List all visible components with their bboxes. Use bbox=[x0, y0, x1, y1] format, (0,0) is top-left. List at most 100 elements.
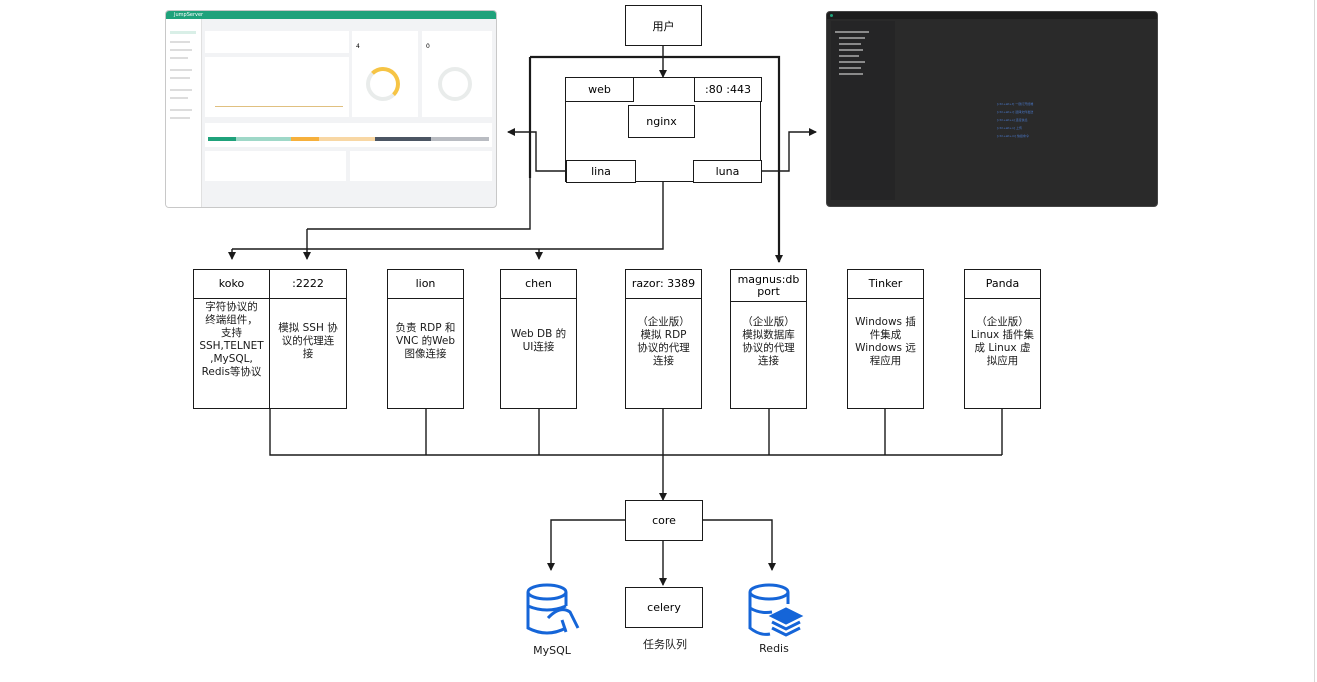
screenshot-logo: JumpServer bbox=[174, 12, 204, 18]
razor-description: （企业版） 模拟 RDP 协议的代理 连接 bbox=[628, 316, 699, 368]
magnus-title: magnus:db port bbox=[731, 270, 806, 302]
mysql-label: MySQL bbox=[533, 644, 571, 657]
ssh-port-desc-line: 议的代理连 bbox=[281, 335, 335, 347]
koko-description: 字符协议的 终端组件， 支持 SSH,TELNET ,MySQL, Redis等… bbox=[196, 301, 267, 379]
panda-title: Panda bbox=[965, 270, 1040, 299]
chen-desc-line: UI连接 bbox=[522, 341, 555, 353]
lion-component: lion 负责 RDP 和 VNC 的Web 图像连接 bbox=[387, 269, 464, 409]
chen-desc-line: Web DB 的 bbox=[510, 328, 567, 340]
koko-desc-line: SSH,TELNET bbox=[199, 340, 264, 352]
web-block: web :80 :443 nginx lina luna bbox=[565, 77, 762, 183]
razor-title: razor: 3389 bbox=[626, 270, 701, 299]
luna-label: luna bbox=[715, 165, 740, 178]
magnus-desc-line: （企业版） bbox=[742, 316, 795, 328]
tinker-title: Tinker bbox=[848, 270, 923, 299]
chen-component: chen Web DB 的 UI连接 bbox=[500, 269, 577, 409]
magnus-desc-line: 协议的代理 bbox=[742, 342, 795, 354]
magnus-title-line: port bbox=[757, 284, 780, 298]
panda-desc-line: Linux 插件集 bbox=[970, 329, 1035, 341]
edge-lina-screenshot bbox=[507, 128, 566, 172]
lion-desc-line: VNC 的Web bbox=[395, 335, 456, 347]
web-ports-node: :80 :443 bbox=[694, 77, 762, 102]
magnus-component: magnus:db port （企业版） 模拟数据库 协议的代理 连接 bbox=[730, 269, 807, 409]
screenshot-card-value: 4 bbox=[356, 43, 360, 50]
lina-label: lina bbox=[591, 165, 611, 178]
screenshot-progress-card bbox=[205, 123, 492, 147]
screenshot-card-value: 0 bbox=[426, 43, 430, 50]
screenshot-header-bar: JumpServer bbox=[166, 11, 496, 19]
koko-component: koko 字符协议的 终端组件， 支持 SSH,TELNET ,MySQL, R… bbox=[193, 269, 270, 409]
razor-desc-line: （企业版） bbox=[637, 316, 690, 328]
canvas-right-border bbox=[1314, 0, 1315, 682]
razor-component: razor: 3389 （企业版） 模拟 RDP 协议的代理 连接 bbox=[625, 269, 702, 409]
koko-desc-line: 支持 bbox=[221, 327, 242, 339]
edge-luna-screenshot bbox=[761, 128, 817, 172]
web-node: web bbox=[565, 77, 634, 102]
web-ports-label: :80 :443 bbox=[705, 83, 751, 96]
ssh-port-description: 模拟 SSH 协 议的代理连 接 bbox=[272, 322, 344, 361]
lion-desc-line: 图像连接 bbox=[404, 348, 447, 360]
screenshot-shortcut-line: [ctrl+alt+r] 选择文件发送 bbox=[997, 110, 1034, 114]
lion-desc-line: 负责 RDP 和 bbox=[395, 322, 456, 334]
panda-desc-line: 拟应用 bbox=[986, 355, 1019, 367]
screenshot-card: 4 bbox=[352, 31, 418, 117]
screenshot-sidebar bbox=[166, 19, 202, 207]
tinker-desc-line: 件集成 bbox=[869, 329, 902, 341]
koko-desc-line: Redis等协议 bbox=[201, 366, 262, 378]
tinker-description: Windows 插 件集成 Windows 远 程应用 bbox=[850, 316, 921, 368]
screenshot-table-card bbox=[350, 151, 492, 181]
screenshot-shortcut-line: [ctrl+alt+s] 连接信息 bbox=[997, 118, 1028, 122]
ssh-port-component: :2222 模拟 SSH 协 议的代理连 接 bbox=[269, 269, 347, 409]
core-label: core bbox=[652, 514, 676, 527]
screenshot-table-card bbox=[205, 151, 346, 181]
panda-description: （企业版） Linux 插件集 成 Linux 虚 拟应用 bbox=[967, 316, 1038, 368]
luna-node: luna bbox=[693, 160, 762, 183]
koko-title: koko bbox=[194, 270, 269, 299]
nginx-label: nginx bbox=[646, 115, 677, 128]
redis-label: Redis bbox=[759, 642, 789, 655]
user-label: 用户 bbox=[652, 19, 675, 33]
screenshot-chart-card bbox=[205, 57, 349, 117]
koko-desc-line: 终端组件， bbox=[205, 314, 258, 326]
chen-description: Web DB 的 UI连接 bbox=[503, 328, 574, 354]
ssh-port-desc-line: 模拟 SSH 协 bbox=[278, 322, 338, 334]
celery-node: celery bbox=[625, 587, 703, 628]
screenshot-card: 0 bbox=[422, 31, 492, 117]
ssh-port-title: :2222 bbox=[270, 270, 346, 299]
screenshot-donut bbox=[438, 67, 472, 101]
razor-desc-line: 连接 bbox=[653, 355, 674, 367]
edge-user-magnus bbox=[530, 55, 783, 263]
luna-ui-screenshot: [ctrl+alt+t] 一键打开终端 [ctrl+alt+r] 选择文件发送 … bbox=[826, 11, 1158, 207]
koko-desc-line: 字符协议的 bbox=[205, 301, 258, 313]
user-node: 用户 bbox=[625, 5, 702, 46]
celery-caption: 任务队列 bbox=[643, 638, 687, 651]
screenshot-shortcut-line: [ctrl+alt+t] 一键打开终端 bbox=[997, 102, 1034, 106]
lion-title: lion bbox=[388, 270, 463, 299]
screenshot-shortcut-line: [ctrl+alt+m] 快捷命令 bbox=[997, 134, 1029, 138]
web-label: web bbox=[588, 83, 611, 96]
screenshot-shortcut-line: [ctrl+alt+n] 上传 bbox=[997, 126, 1022, 130]
magnus-title-line: magnus:db bbox=[737, 272, 800, 286]
screenshot-shortcut-list: [ctrl+alt+t] 一键打开终端 [ctrl+alt+r] 选择文件发送 … bbox=[997, 100, 1137, 140]
tinker-desc-line: Windows 远 bbox=[855, 342, 916, 354]
screenshot-menubar bbox=[827, 12, 1157, 19]
chen-title: chen bbox=[501, 270, 576, 299]
ssh-port-desc-line: 接 bbox=[302, 348, 314, 360]
tinker-component: Tinker Windows 插 件集成 Windows 远 程应用 bbox=[847, 269, 924, 409]
screenshot-tree bbox=[831, 21, 895, 200]
panda-desc-line: 成 Linux 虚 bbox=[974, 342, 1031, 354]
panda-component: Panda （企业版） Linux 插件集 成 Linux 虚 拟应用 bbox=[964, 269, 1041, 409]
magnus-desc-line: 模拟数据库 bbox=[742, 329, 795, 341]
tinker-desc-line: Windows 插 bbox=[855, 316, 916, 328]
lina-node: lina bbox=[566, 160, 636, 183]
magnus-description: （企业版） 模拟数据库 协议的代理 连接 bbox=[733, 316, 804, 368]
lion-description: 负责 RDP 和 VNC 的Web 图像连接 bbox=[390, 322, 461, 361]
razor-desc-line: 模拟 RDP bbox=[640, 329, 687, 341]
panda-desc-line: （企业版） bbox=[976, 316, 1029, 328]
razor-desc-line: 协议的代理 bbox=[637, 342, 690, 354]
magnus-desc-line: 连接 bbox=[758, 355, 779, 367]
tinker-desc-line: 程应用 bbox=[869, 355, 902, 367]
screenshot-donut bbox=[366, 67, 400, 101]
screenshot-card bbox=[205, 31, 349, 53]
